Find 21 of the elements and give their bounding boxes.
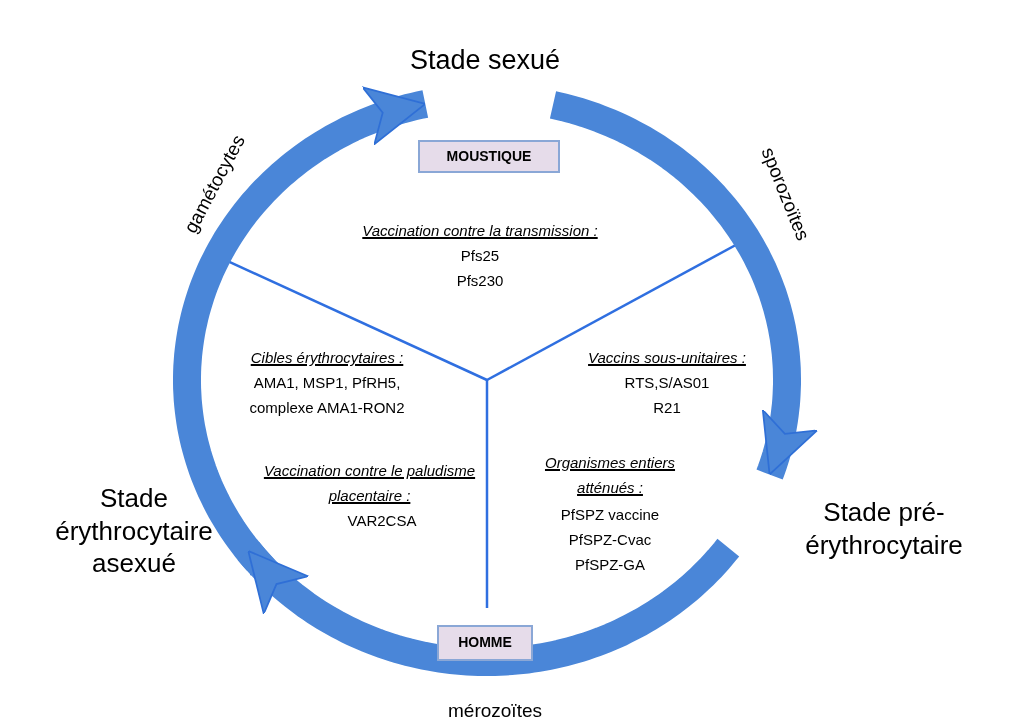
section-heading: Organismes entiers atténués : bbox=[543, 453, 677, 498]
cycle-arrow bbox=[237, 537, 740, 676]
antigen-text: PfSPZ-GA bbox=[574, 555, 646, 575]
host-box: MOUSTIQUE bbox=[418, 140, 560, 173]
antigen-text: RTS,S/AS01 bbox=[623, 373, 711, 393]
section-heading: Vaccination contre la transmission : bbox=[361, 221, 599, 241]
antigen-text: PfSPZ vaccine bbox=[559, 505, 661, 525]
stage-label: Stade érythrocytaire asexué bbox=[18, 470, 250, 620]
antigen-text: complexe AMA1-RON2 bbox=[248, 398, 406, 418]
antigen-text: Pfs25 bbox=[459, 246, 501, 266]
section-heading: Vaccins sous-unitaires : bbox=[587, 348, 747, 368]
host-box: HOMME bbox=[437, 625, 533, 661]
section-heading: Vaccination contre le paludisme placentaire : bbox=[262, 461, 477, 506]
antigen-text: AMA1, MSP1, PfRH5, bbox=[252, 373, 402, 393]
stage-label: Stade pré-érythrocytaire bbox=[728, 470, 1018, 565]
section-heading: Cibles érythrocytaires : bbox=[249, 348, 405, 368]
stage-label: Stade sexué bbox=[370, 10, 600, 105]
antigen-text: PfSPZ-Cvac bbox=[567, 530, 653, 550]
antigen-text: VAR2CSA bbox=[346, 511, 418, 531]
antigen-text: R21 bbox=[652, 398, 682, 418]
antigen-text: Pfs230 bbox=[455, 271, 505, 291]
